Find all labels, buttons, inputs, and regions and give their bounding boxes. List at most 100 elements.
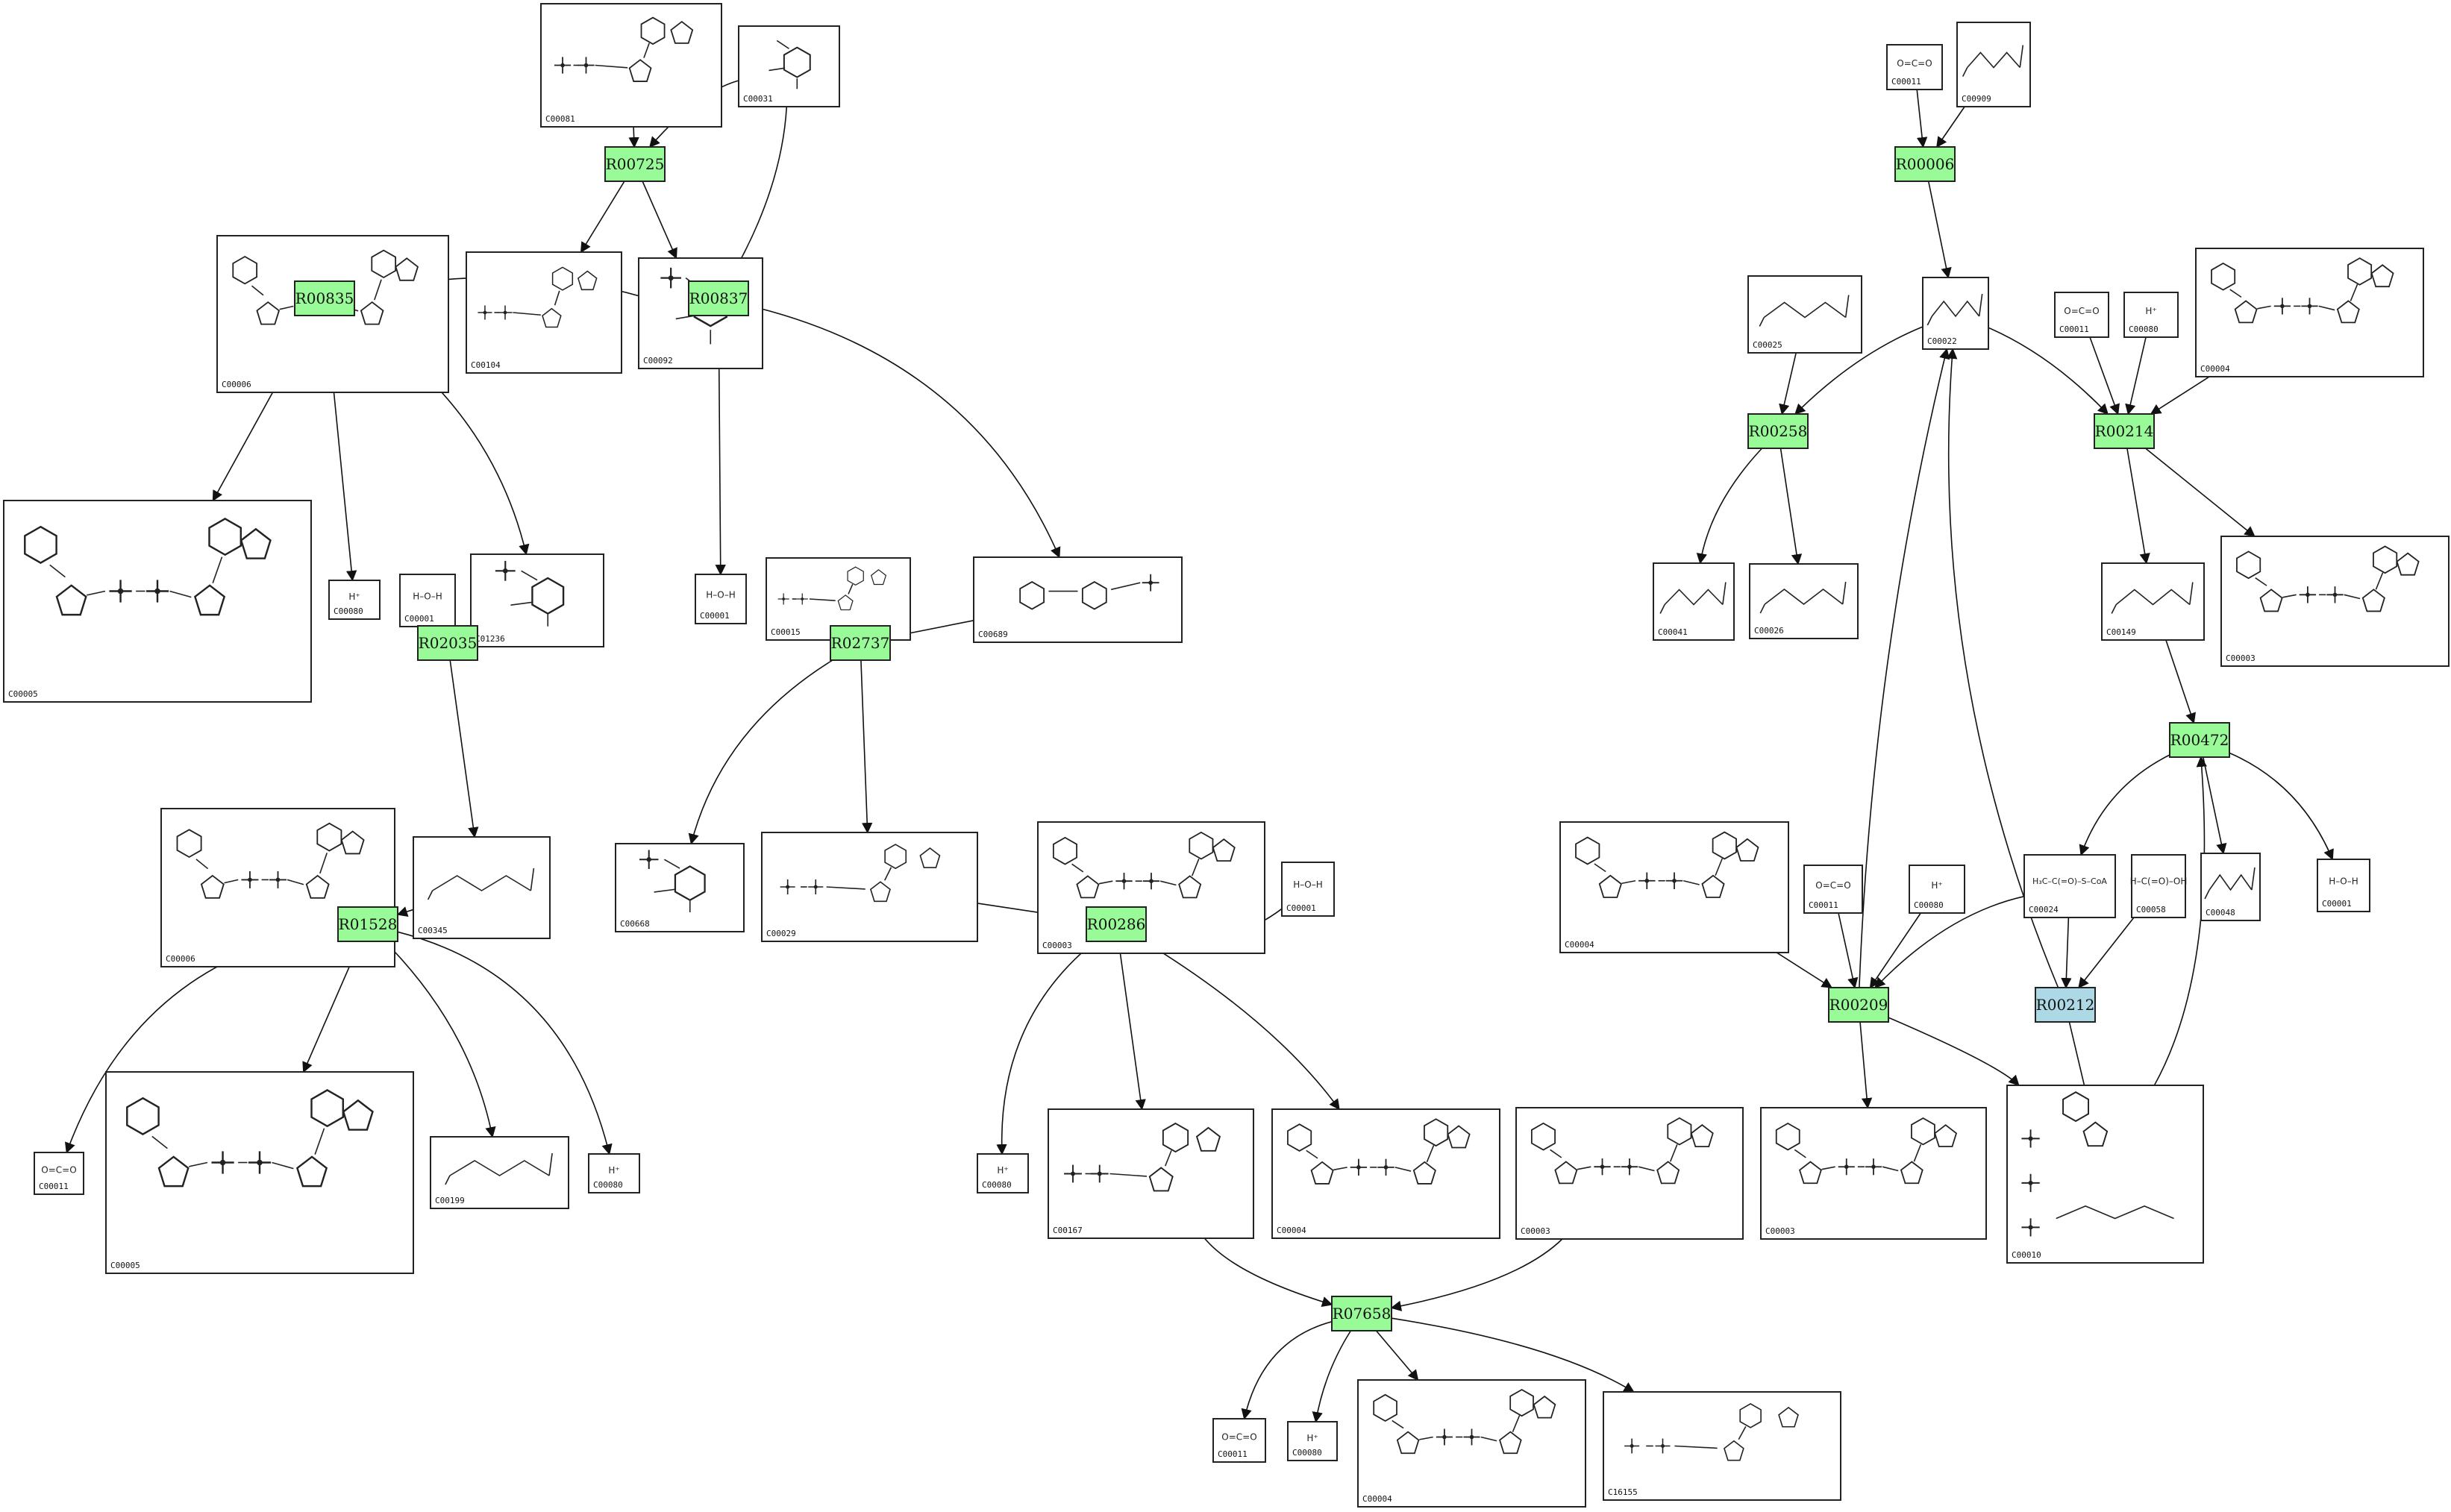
- compound-c00041[interactable]: C00041: [1653, 562, 1735, 641]
- compound-c00010[interactable]: C00010: [2006, 1085, 2204, 1264]
- compound-c00004[interactable]: C00004: [1559, 821, 1789, 953]
- compound-id-label: C00004: [1565, 940, 1594, 950]
- edge-r00214-to-c00149: [2126, 448, 2150, 565]
- compound-id-label: C00080: [1914, 900, 1944, 910]
- compound-c00080[interactable]: H⁺C00080: [588, 1153, 640, 1193]
- reaction-box: [2094, 413, 2155, 449]
- reaction-box: [2035, 987, 2096, 1023]
- compound-c00003[interactable]: C00003: [1037, 821, 1265, 954]
- reaction-r00286[interactable]: R00286: [1086, 906, 1147, 942]
- compound-c00058[interactable]: H–C(=O)–OH C00058: [2130, 854, 2188, 918]
- structure-drawing: H–C(=O)–OH: [2130, 876, 2188, 886]
- compound-c00004[interactable]: C00004: [1271, 1108, 1500, 1239]
- reaction-r02035[interactable]: R02035: [417, 625, 478, 661]
- edge-r02737-to-c00029: [860, 659, 873, 834]
- compound-c00029[interactable]: C00029: [761, 832, 978, 942]
- compound-c00081[interactable]: C00081: [540, 3, 722, 128]
- compound-id-label: C00058: [2136, 905, 2166, 915]
- structure-drawing: [1659, 582, 1727, 614]
- reaction-r00212[interactable]: R00212: [2035, 987, 2096, 1023]
- compound-c00003[interactable]: C00003: [2220, 536, 2450, 667]
- structure-drawing: [2204, 867, 2256, 900]
- compound-c00080[interactable]: H⁺C00080: [2123, 292, 2179, 338]
- reaction-r00006[interactable]: R00006: [1894, 146, 1956, 182]
- compound-c00003[interactable]: C00003: [1760, 1107, 1987, 1240]
- compound-c00104[interactable]: C00104: [466, 251, 622, 374]
- compound-c00004[interactable]: C00004: [2195, 248, 2424, 377]
- compound-frame: [34, 1152, 84, 1195]
- compound-id-label: C00004: [1277, 1226, 1306, 1235]
- edge-c00024-to-r00212: [2061, 917, 2072, 989]
- compound-c00004[interactable]: C00004: [1357, 1379, 1586, 1508]
- compound-frame: [761, 832, 978, 942]
- edge-r00837-to-c00689: [748, 304, 1061, 559]
- formula-text: H–O–H: [413, 591, 442, 601]
- compound-c00909[interactable]: C00909: [1956, 22, 2031, 107]
- compound-c00031[interactable]: C00031: [738, 25, 840, 107]
- reaction-r00725[interactable]: R00725: [604, 146, 666, 182]
- compound-c00668[interactable]: C00668: [615, 843, 745, 932]
- compound-c01236[interactable]: C01236: [470, 553, 604, 647]
- reaction-r07658[interactable]: R07658: [1331, 1296, 1392, 1331]
- structure-drawing: [1019, 573, 1160, 610]
- reaction-box: [830, 625, 891, 661]
- compound-c00005[interactable]: C00005: [105, 1071, 414, 1274]
- compound-c16155[interactable]: C16155: [1603, 1391, 1841, 1501]
- compound-frame: [328, 580, 381, 620]
- compound-id-label: C00080: [982, 1180, 1012, 1190]
- compound-c00080[interactable]: H⁺ C00080: [977, 1153, 1029, 1193]
- formula-text: O=C=O: [1815, 880, 1850, 891]
- compound-c00006[interactable]: C00006: [160, 808, 395, 967]
- compound-c00080[interactable]: H⁺C00080: [1287, 1421, 1338, 1461]
- edge-c00004c-to-r00214: [2150, 375, 2211, 415]
- compound-c00689[interactable]: C00689: [973, 556, 1183, 643]
- compound-c00167[interactable]: C00167: [1048, 1108, 1254, 1239]
- compound-c00080[interactable]: H⁺C00080: [1909, 865, 1965, 914]
- reaction-id-label: R00209: [1829, 996, 1888, 1014]
- structure-drawing: H–O–H: [1293, 879, 1323, 890]
- compound-c00345[interactable]: C00345: [413, 836, 551, 939]
- reaction-id-label: R00725: [606, 155, 665, 173]
- compound-c00022[interactable]: C00022: [1922, 277, 1989, 350]
- compound-c00025[interactable]: C00025: [1747, 275, 1862, 354]
- compound-c00149[interactable]: C00149: [2101, 562, 2205, 641]
- compound-frame: [1803, 865, 1863, 914]
- compound-id-label: C00001: [404, 614, 434, 624]
- structure-drawing: O=C=O: [1815, 880, 1850, 891]
- formula-text: H–O–H: [706, 590, 736, 600]
- reaction-r00214[interactable]: R00214: [2094, 413, 2155, 449]
- reaction-id-label: R00286: [1087, 915, 1146, 933]
- structure-drawing: [1575, 831, 1759, 898]
- reaction-r00258[interactable]: R00258: [1747, 413, 1809, 449]
- reaction-r00835[interactable]: R00835: [294, 280, 355, 316]
- compound-id-label: C00149: [2106, 627, 2136, 637]
- edge-c00011c-to-r00006: [1916, 89, 1928, 148]
- compound-c00048[interactable]: C00048: [2200, 853, 2261, 921]
- compound-c00199[interactable]: C00199: [430, 1136, 569, 1209]
- structure-drawing: O=C=O: [1897, 58, 1932, 69]
- reaction-r00472[interactable]: R00472: [2169, 722, 2230, 758]
- compound-id-label: C00167: [1053, 1226, 1083, 1235]
- reaction-r02737[interactable]: R02737: [830, 625, 891, 661]
- compound-c00026[interactable]: C00026: [1749, 563, 1859, 639]
- compound-id-label: C01236: [475, 634, 505, 644]
- compound-c00080[interactable]: H⁺C00080: [328, 580, 381, 620]
- edge-r07658-to-c00004b: [1375, 1330, 1419, 1381]
- structure-drawing: H⁺: [997, 1165, 1008, 1176]
- reaction-r00837[interactable]: R00837: [688, 280, 749, 316]
- compound-frame: [615, 843, 745, 932]
- compound-c00005[interactable]: C00005: [3, 500, 312, 703]
- compound-c00003[interactable]: C00003: [1515, 1107, 1744, 1240]
- reaction-r01528[interactable]: R01528: [337, 906, 398, 942]
- reaction-r00209[interactable]: R00209: [1828, 987, 1889, 1023]
- compound-c00001[interactable]: H–O–H C00001: [399, 574, 456, 627]
